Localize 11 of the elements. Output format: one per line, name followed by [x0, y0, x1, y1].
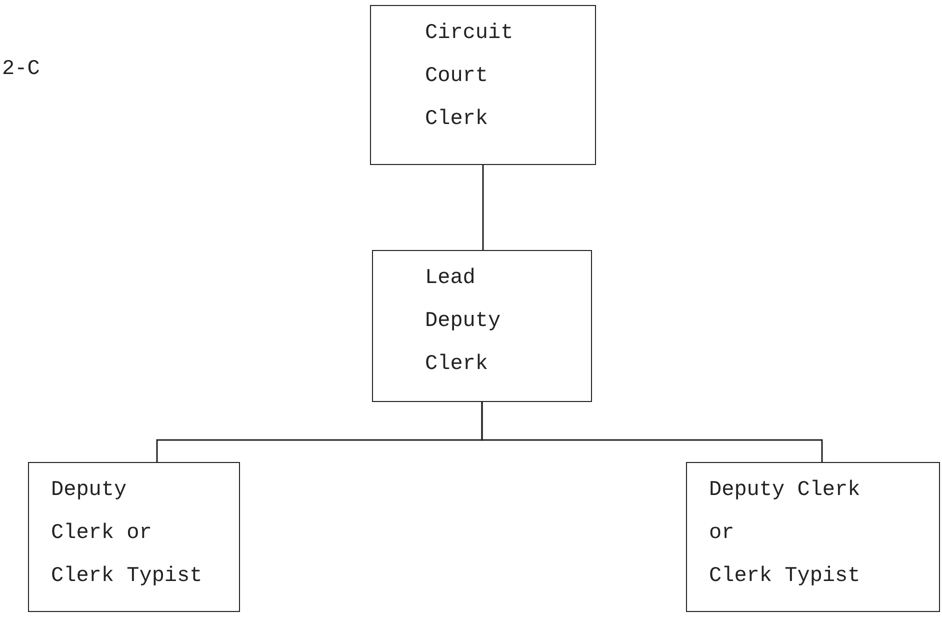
connector-line: [482, 165, 484, 250]
page-number: 2-C: [2, 58, 40, 81]
org-box: [686, 462, 940, 612]
org-box: [28, 462, 240, 612]
connector-line: [481, 402, 823, 462]
job-title: Circuit Court Clerk: [425, 21, 514, 133]
job-title: Deputy Clerk or Clerk Typist: [709, 478, 860, 590]
org-box: [372, 250, 592, 402]
org-box: [370, 5, 596, 165]
job-title: Deputy Clerk or Clerk Typist: [51, 478, 202, 590]
job-title: Lead Deputy Clerk: [425, 266, 501, 378]
